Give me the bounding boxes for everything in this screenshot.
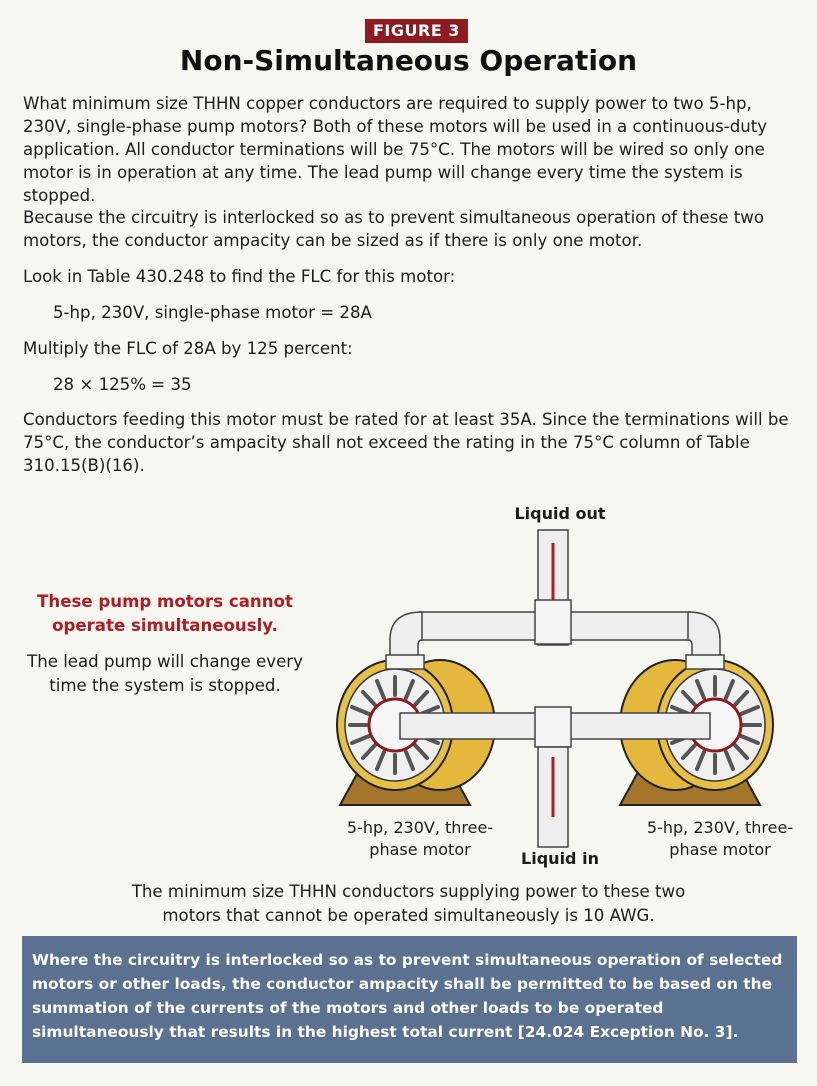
right-motor-label: 5-hp, 230V, three-phase motor	[646, 818, 794, 859]
paragraph-conclusion-ampacity: Conductors feeding this motor must be ra…	[23, 410, 789, 475]
equation-125-percent: 28 × 125% = 35	[53, 375, 192, 394]
paragraph-interlock: Because the circuitry is interlocked so …	[23, 208, 764, 250]
left-motor-label: 5-hp, 230V, three-phase motor	[346, 818, 494, 859]
figure-badge: FIGURE 3	[365, 19, 468, 43]
inlet-pipe	[537, 746, 569, 848]
code-excerpt-box: Where the circuitry is interlocked so as…	[22, 936, 797, 1063]
discharge-header-pipe	[385, 599, 725, 670]
paragraph-question: What minimum size THHN copper conductors…	[23, 94, 768, 205]
diagram-conclusion: The minimum size THHN conductors supplyi…	[131, 882, 686, 925]
liquid-in-label: Liquid in	[521, 849, 599, 868]
page-title: Non-Simultaneous Operation	[179, 44, 638, 77]
callout-warning: These pump motors cannot operate simulta…	[37, 592, 293, 635]
callout-note: The lead pump will change every time the…	[27, 652, 303, 695]
suction-header-pipe	[399, 706, 711, 748]
pump-diagram	[336, 529, 774, 848]
paragraph-multiply: Multiply the FLC of 28A by 125 percent:	[23, 339, 353, 358]
equation-flc: 5-hp, 230V, single-phase motor = 28A	[53, 303, 372, 322]
paragraph-table-lookup: Look in Table 430.248 to find the FLC fo…	[23, 267, 456, 286]
liquid-out-label: Liquid out	[514, 504, 606, 523]
